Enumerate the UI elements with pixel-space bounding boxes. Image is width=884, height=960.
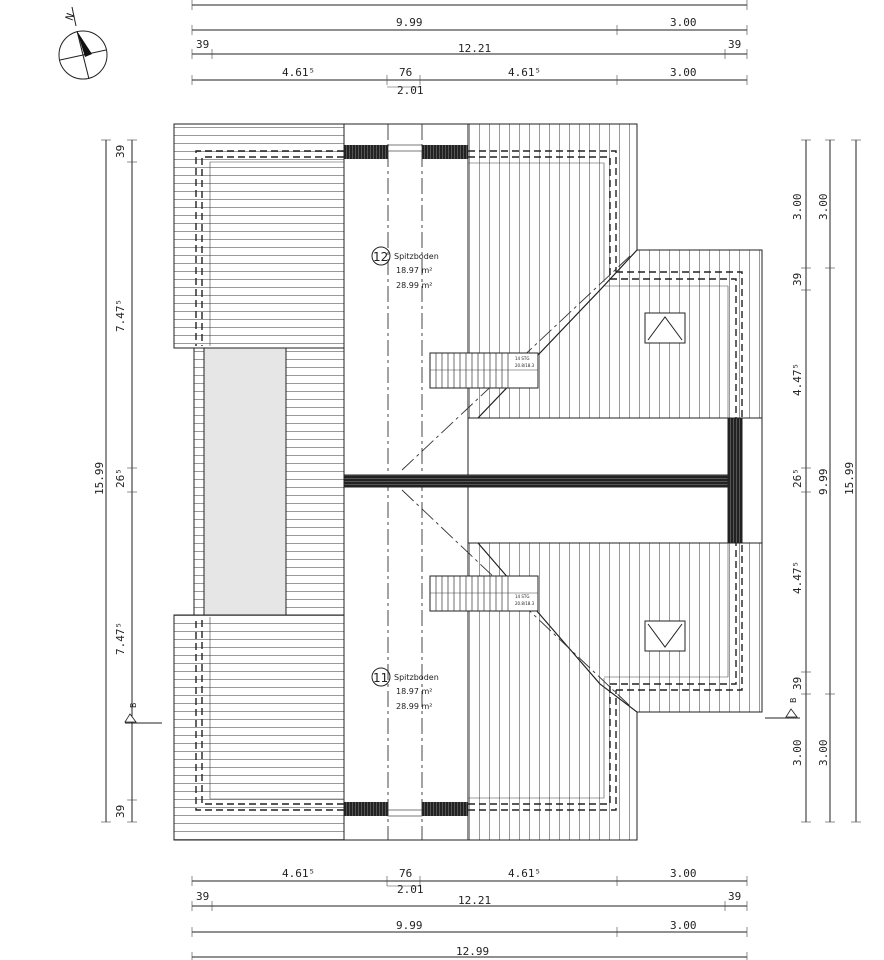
dim-right-15-99: 15.99 bbox=[843, 462, 856, 495]
roof-window-top-icon bbox=[644, 312, 686, 344]
dim-right-4-47-top: 4.47⁵ bbox=[791, 363, 804, 396]
north-label: N bbox=[63, 11, 77, 22]
dim-left-39-top: 39 bbox=[114, 145, 127, 158]
dim-bottom-3-00: 3.00 bbox=[670, 867, 697, 880]
dim-left-39-bottom: 39 bbox=[114, 805, 127, 818]
stair-bottom: 14 STG 20.8/18.3 bbox=[429, 575, 539, 612]
dim-top-39-right: 39 bbox=[728, 38, 741, 51]
dim-top-4-61-right: 4.61⁵ bbox=[508, 66, 541, 79]
room-area-2: 28.99 m² bbox=[396, 702, 432, 711]
dim-bottom-4-61-right: 4.61⁵ bbox=[508, 867, 541, 880]
dim-bottom-39-left: 39 bbox=[196, 890, 209, 903]
dim-top-39-left: 39 bbox=[196, 38, 209, 51]
dim-top-2-01: 2.01 bbox=[397, 84, 424, 97]
dim-bottom-76: 76 bbox=[399, 867, 412, 880]
dim-bottom-12-21: 12.21 bbox=[458, 894, 491, 907]
dim-right-3-00-bottom: 3.00 bbox=[791, 740, 804, 767]
room-area-1: 18.97 m² bbox=[396, 266, 432, 275]
dim-right-39-bottom: 39 bbox=[791, 677, 804, 690]
dim-bottom-3-00-b: 3.00 bbox=[670, 919, 697, 932]
dim-top-12-21: 12.21 bbox=[458, 42, 491, 55]
room-label-12: 12 Spitzboden 18.97 m² 28.99 m² bbox=[371, 246, 439, 290]
dim-right-39-top: 39 bbox=[791, 273, 804, 286]
room-area-2: 28.99 m² bbox=[396, 281, 432, 290]
dim-bottom-2-01: 2.01 bbox=[397, 883, 424, 896]
room-area-1: 18.97 m² bbox=[396, 687, 432, 696]
room-name: Spitzboden bbox=[394, 673, 439, 682]
roof-right-wing bbox=[401, 123, 763, 841]
dim-right-mid-9-99: 9.99 bbox=[817, 469, 830, 496]
top-dimensions: 9.99 3.00 39 12.21 39 4.61⁵ 76 4.61⁵ 3.0… bbox=[191, 0, 748, 97]
room-label-11: 11 Spitzboden 18.97 m² 28.99 m² bbox=[371, 667, 439, 711]
dim-bottom-39-right: 39 bbox=[728, 890, 741, 903]
stair-top-label1: 14 STG bbox=[515, 356, 529, 361]
dim-top-76: 76 bbox=[399, 66, 412, 79]
roof-left-wing bbox=[173, 123, 345, 841]
dim-top-9-99: 9.99 bbox=[396, 16, 423, 29]
stair-top-label2: 20.8/18.3 bbox=[515, 363, 535, 368]
dim-top-4-61-left: 4.61⁵ bbox=[282, 66, 315, 79]
dim-left-26: 26⁵ bbox=[114, 468, 127, 488]
dim-right-mid-3-00-top: 3.00 bbox=[817, 194, 830, 221]
section-mark-right: B bbox=[789, 698, 798, 704]
dim-bottom-4-61-left: 4.61⁵ bbox=[282, 867, 315, 880]
section-mark-left: B bbox=[129, 703, 138, 709]
left-dimensions: 15.99 39 7.47⁵ 26⁵ 7.47⁵ 39 B bbox=[93, 139, 162, 823]
dim-right-26: 26⁵ bbox=[791, 468, 804, 488]
dim-left-7-47-top: 7.47⁵ bbox=[114, 299, 127, 332]
right-dimensions: 3.00 39 4.47⁵ 26⁵ 4.47⁵ 39 3.00 3.00 9.9… bbox=[765, 139, 861, 823]
room-number: 11 bbox=[373, 671, 388, 685]
dim-right-mid-3-00-bottom: 3.00 bbox=[817, 740, 830, 767]
north-arrow-icon: N bbox=[58, 6, 108, 80]
dim-right-3-00-top: 3.00 bbox=[791, 194, 804, 221]
room-name: Spitzboden bbox=[394, 252, 439, 261]
stair-top: 14 STG 20.8/18.3 bbox=[429, 352, 539, 389]
dim-right-4-47-bottom: 4.47⁵ bbox=[791, 561, 804, 594]
stair-bottom-label2: 20.8/18.3 bbox=[515, 601, 535, 606]
dim-bottom-12-99: 12.99 bbox=[456, 945, 489, 958]
dim-top-3-00: 3.00 bbox=[670, 16, 697, 29]
dim-left-7-47-bottom: 7.47⁵ bbox=[114, 622, 127, 655]
roof-window-bottom-icon bbox=[644, 620, 686, 652]
right-gable-wall bbox=[727, 417, 743, 544]
dim-left-15-99: 15.99 bbox=[93, 462, 106, 495]
room-number: 12 bbox=[373, 250, 388, 264]
eaves-outline bbox=[195, 150, 743, 811]
dim-bottom-9-99: 9.99 bbox=[396, 919, 423, 932]
stair-bottom-label1: 14 STG bbox=[515, 594, 529, 599]
bottom-dimensions: 4.61⁵ 76 4.61⁵ 3.00 2.01 39 12.21 39 9.9… bbox=[191, 867, 748, 960]
ridge-wall bbox=[343, 474, 729, 488]
dim-top-3-00-b: 3.00 bbox=[670, 66, 697, 79]
